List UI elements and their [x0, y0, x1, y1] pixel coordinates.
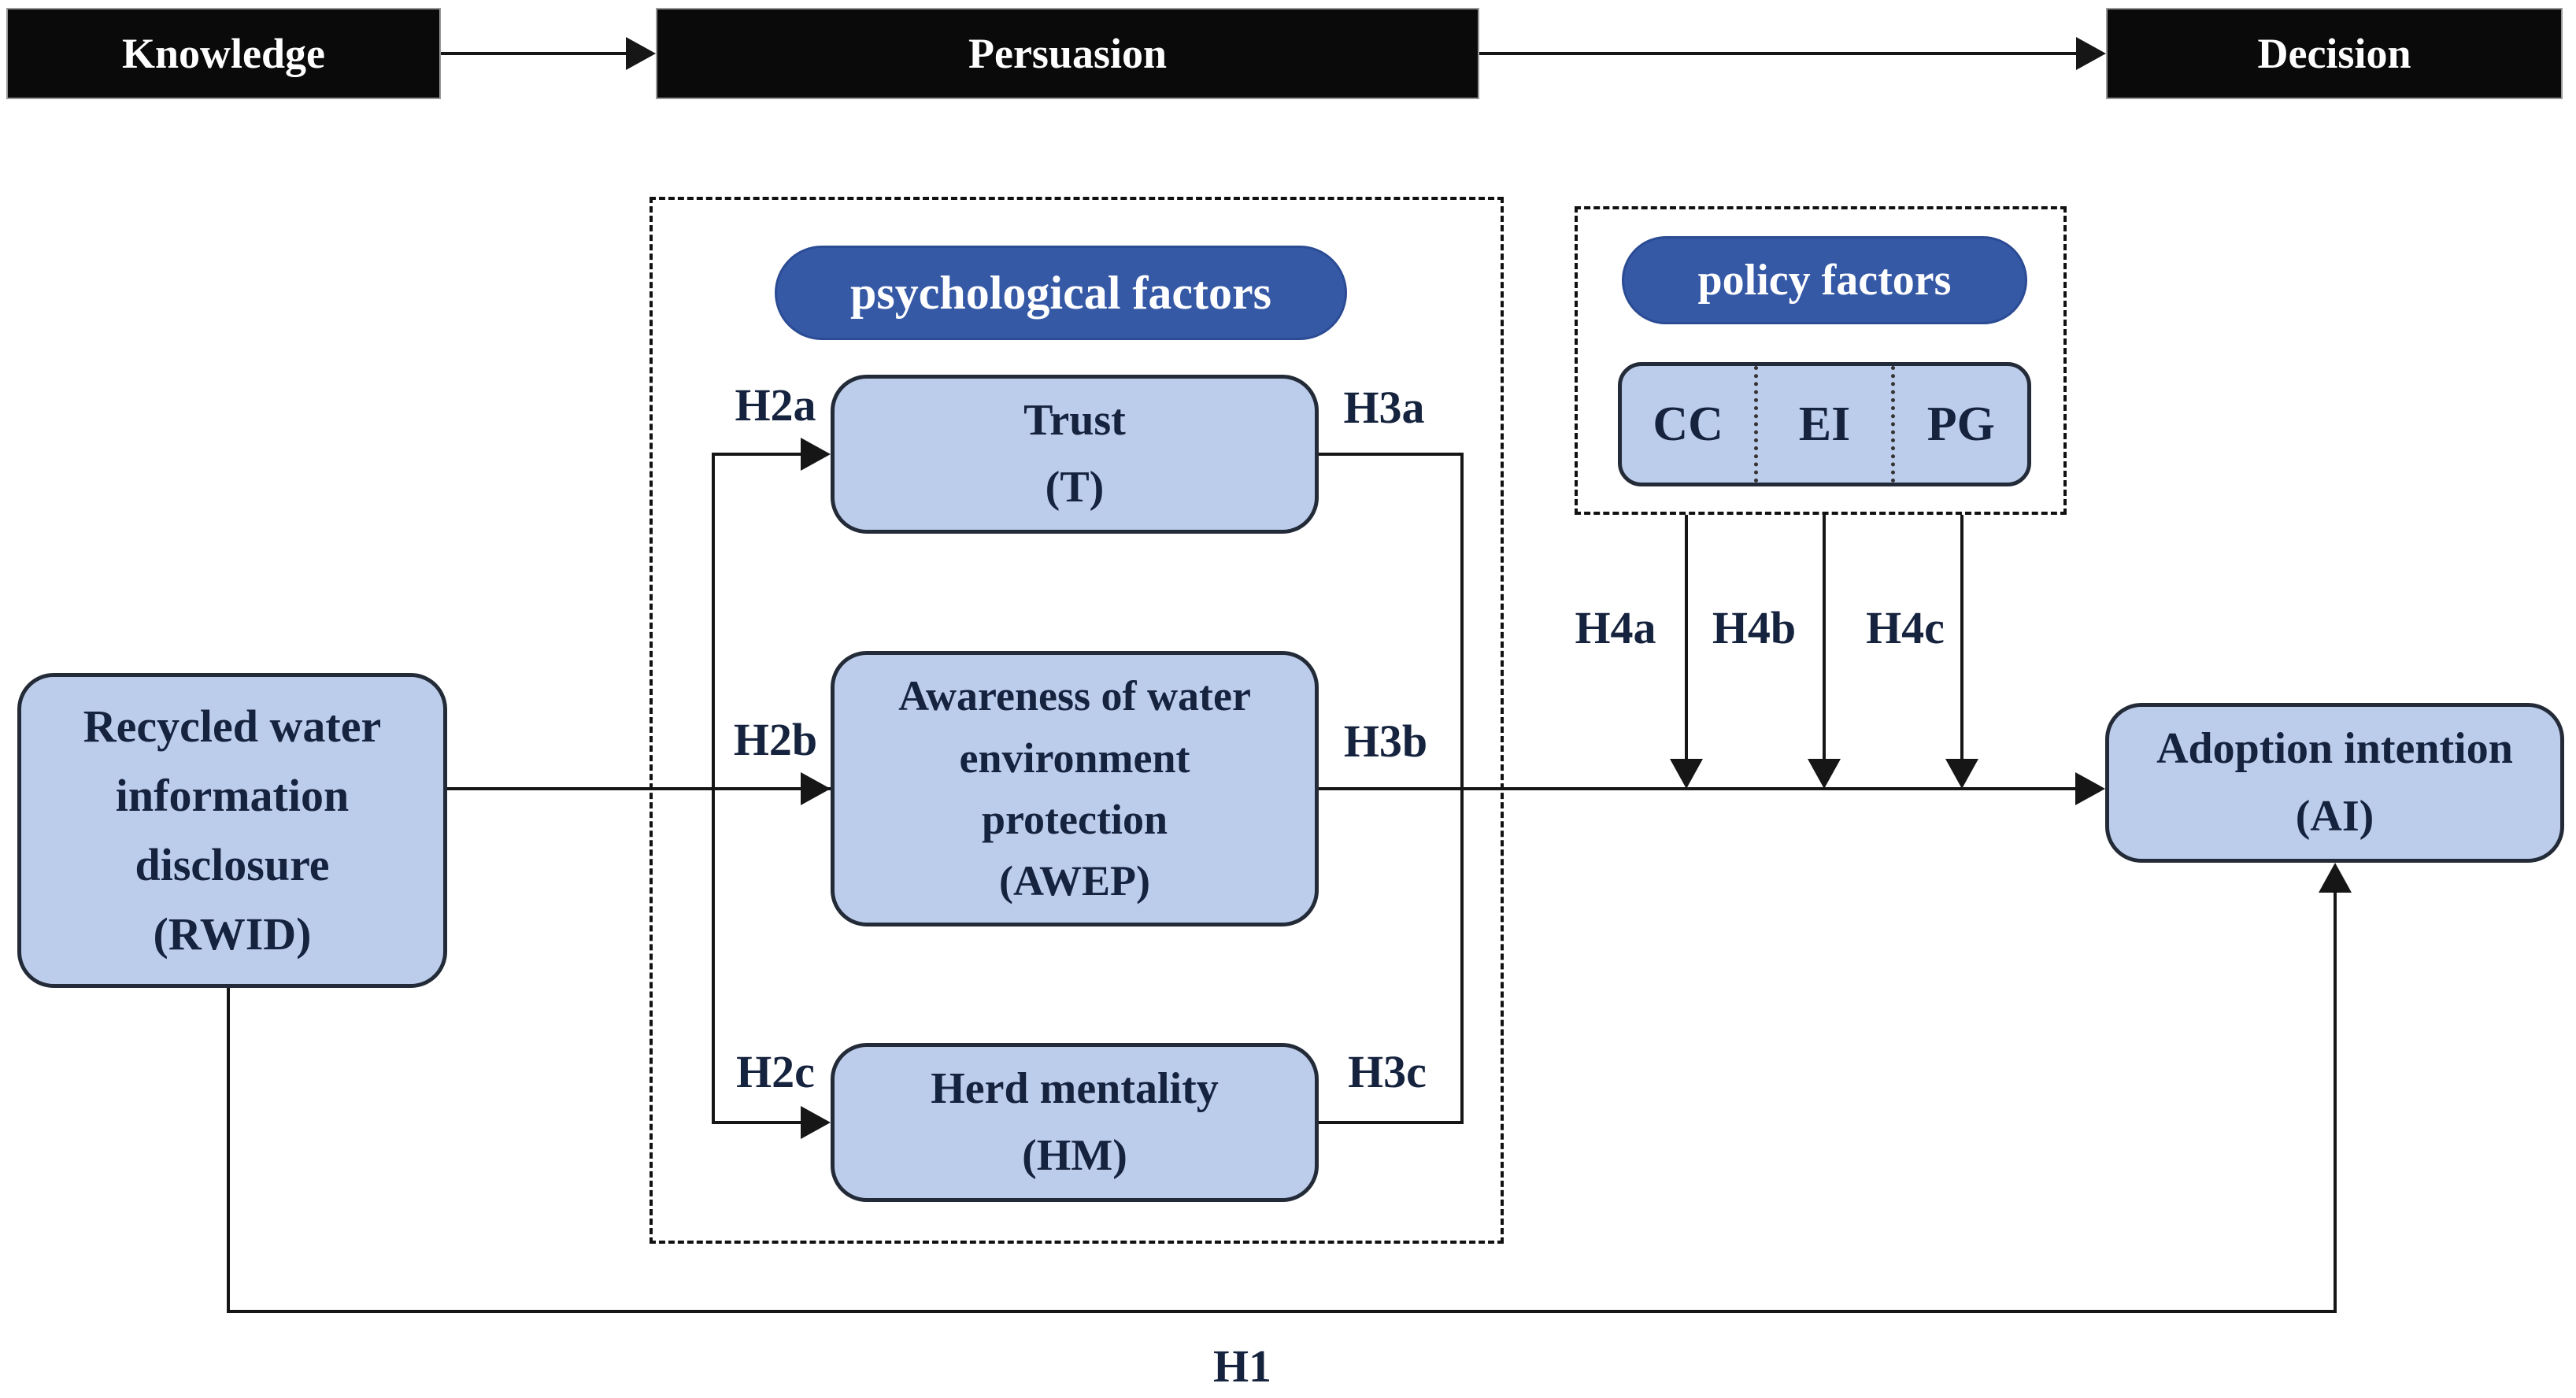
label-h2c: H2c [736, 1046, 815, 1097]
arrow-h4a-line [1685, 515, 1688, 760]
policy-factors-group-frame [1575, 206, 2067, 515]
node-ai: Adoption intention (AI) [2105, 703, 2564, 863]
label-h3c: H3c [1348, 1046, 1427, 1097]
arrow-persuasion-decision-line [1479, 52, 2076, 55]
stage-knowledge-label: Knowledge [121, 30, 325, 77]
arrow-main-into-ai-head-icon [2075, 772, 2105, 805]
node-rwid: Recycled water information disclosure (R… [17, 673, 447, 988]
node-awep-line4: (AWEP) [999, 857, 1150, 905]
arrow-h2c-head-icon [801, 1106, 831, 1139]
node-rwid-line4: (RWID) [153, 908, 312, 960]
policy-cell-pg-label: PG [1926, 397, 1995, 451]
psychological-factors-group-frame [650, 197, 1504, 1244]
node-rwid-line2: information [115, 769, 350, 821]
node-hm-line1: Herd mentality [931, 1063, 1219, 1113]
arrow-h2a-head-icon [801, 438, 831, 471]
policy-cell-pg: PG [1890, 366, 2027, 483]
node-trust-line1: Trust [1023, 395, 1126, 445]
arrow-h2c-line [713, 1121, 801, 1124]
arrow-knowledge-persuasion-head-icon [626, 37, 656, 70]
node-hm-line2: (HM) [1022, 1131, 1127, 1180]
node-hm: Herd mentality (HM) [831, 1043, 1319, 1202]
node-rwid-line3: disclosure [135, 839, 330, 890]
arrow-h4a-head-icon [1670, 759, 1703, 789]
stage-decision-label: Decision [2257, 30, 2411, 77]
arrow-h4b-head-icon [1808, 759, 1841, 789]
node-trust-line2: (T) [1045, 463, 1105, 512]
node-awep-line3: protection [982, 796, 1168, 843]
arrow-h4c-head-icon [1945, 759, 1978, 789]
arrow-h2b-head-icon [801, 772, 831, 805]
label-h3a: H3a [1343, 382, 1425, 433]
arrow-h4c-line [1960, 515, 1963, 760]
right-collector-vertical-line [1460, 453, 1464, 1124]
policy-cells-box: CC EI PG [1618, 362, 2031, 486]
left-branch-vertical-line [712, 453, 715, 1124]
stage-knowledge: Knowledge [6, 8, 441, 99]
policy-cell-ei-label: EI [1798, 397, 1851, 451]
label-h4b: H4b [1712, 602, 1797, 653]
psychological-factors-label: psychological factors [850, 266, 1271, 319]
label-h3b: H3b [1343, 716, 1428, 767]
policy-cell-cc: CC [1622, 366, 1754, 483]
node-rwid-line1: Recycled water [83, 700, 382, 752]
node-awep: Awareness of water environment protectio… [831, 651, 1319, 926]
node-awep-line1: Awareness of water [898, 672, 1251, 720]
policy-cell-cc-label: CC [1653, 397, 1723, 451]
arrow-h2a-line [713, 453, 801, 456]
stage-decision: Decision [2106, 8, 2563, 99]
label-h4a: H4a [1575, 602, 1656, 653]
arrow-persuasion-decision-head-icon [2076, 37, 2106, 70]
h1-path-vertical-left-line [227, 988, 230, 1313]
label-h2b: H2b [733, 714, 818, 765]
label-h1: H1 [1212, 1341, 1272, 1392]
policy-factors-label: policy factors [1697, 256, 1952, 305]
node-awep-line2: environment [959, 734, 1190, 782]
stage-persuasion: Persuasion [656, 8, 1479, 99]
node-ai-line2: (AI) [2295, 791, 2374, 841]
arrow-h4b-line [1823, 515, 1826, 760]
label-h2a: H2a [735, 379, 816, 431]
h1-path-vertical-right-line [2334, 889, 2337, 1313]
node-ai-line1: Adoption intention [2156, 724, 2513, 774]
arrow-knowledge-persuasion-line [441, 52, 627, 55]
h1-path-horizontal-line [227, 1310, 2337, 1313]
node-trust: Trust (T) [831, 375, 1319, 534]
policy-factors-pill: policy factors [1622, 236, 2027, 324]
line-h3c [1319, 1121, 1462, 1124]
arrow-h1-head-icon [2319, 863, 2352, 893]
line-h3a [1319, 453, 1462, 456]
stage-persuasion-label: Persuasion [968, 30, 1168, 77]
policy-cell-ei: EI [1754, 366, 1890, 483]
label-h4c: H4c [1866, 602, 1945, 653]
psychological-factors-pill: psychological factors [775, 246, 1347, 340]
